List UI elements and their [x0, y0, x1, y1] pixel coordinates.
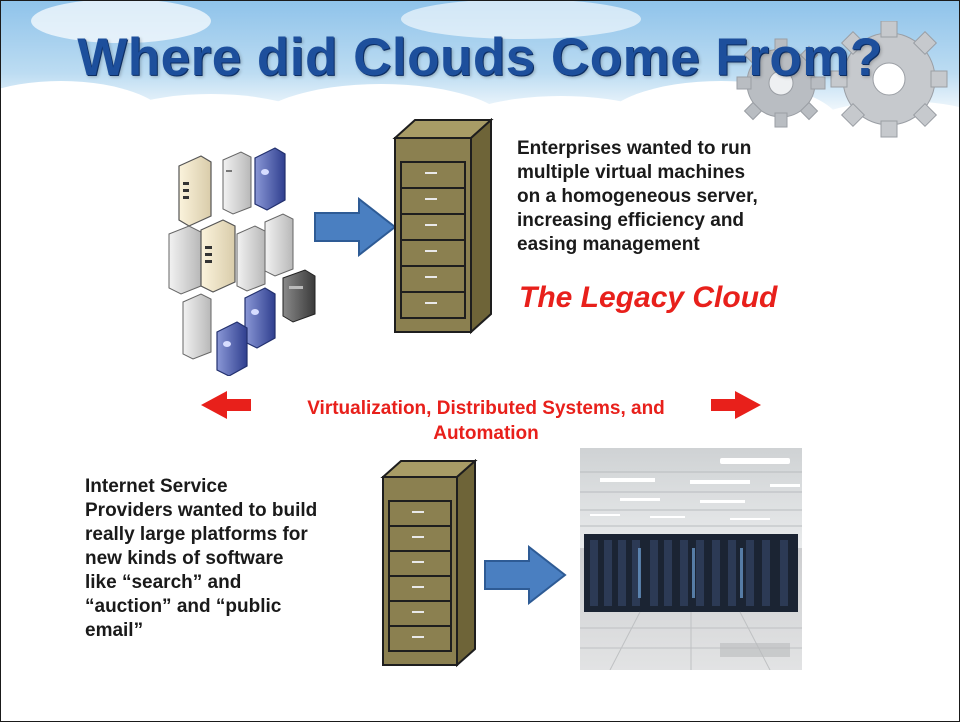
description-line: increasing efficiency and: [517, 210, 745, 231]
slide-title: Where did Clouds Come From?: [77, 28, 883, 87]
right-arrow-icon: [484, 545, 567, 605]
description-line: like “search” and: [85, 572, 242, 593]
description-line: really large platforms for: [85, 524, 308, 545]
datacenter-photo: [580, 448, 802, 670]
right-arrow-icon: [314, 197, 397, 257]
description-line: on a homogeneous server,: [517, 186, 758, 207]
transition-line: Virtualization, Distributed Systems, and: [307, 398, 665, 419]
description-line: email”: [85, 620, 144, 641]
isp-description: Internet Service Providers wanted to bui…: [85, 475, 317, 643]
legacy-cloud-label: The Legacy Cloud: [519, 281, 778, 314]
transition-line: Automation: [433, 423, 539, 444]
double-arrow-icon: [201, 391, 761, 419]
server-rack-icon: [392, 118, 494, 335]
transition-text: Virtualization, Distributed Systems, and…: [241, 396, 731, 446]
cloud-banner: [1, 1, 959, 171]
description-line: new kinds of software: [85, 548, 284, 569]
description-line: “auction” and “public: [85, 596, 282, 617]
enterprises-description: Enterprises wanted to run multiple virtu…: [517, 137, 758, 257]
description-line: Internet Service: [85, 476, 228, 497]
description-line: multiple virtual machines: [517, 162, 746, 183]
tower-server-icon: [168, 147, 316, 376]
description-line: Providers wanted to build: [85, 500, 318, 521]
server-rack-icon: [380, 459, 478, 668]
transition-banner: Virtualization, Distributed Systems, and…: [201, 389, 761, 449]
gear-icon: [736, 21, 948, 138]
description-line: Enterprises wanted to run: [517, 138, 752, 159]
description-line: easing management: [517, 234, 700, 255]
